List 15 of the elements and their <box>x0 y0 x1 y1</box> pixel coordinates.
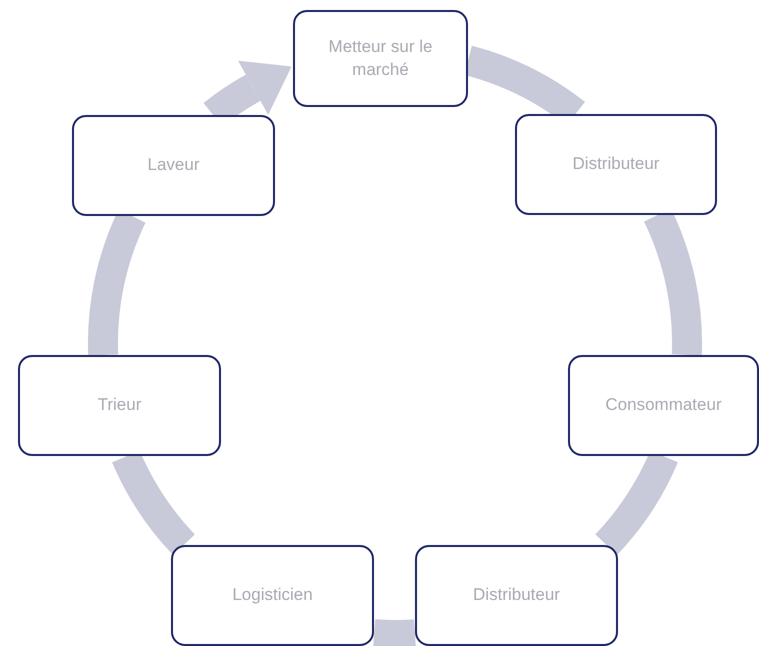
box-label: Laveur <box>148 154 200 176</box>
box-label: Distributeur <box>473 584 560 606</box>
process-box <box>293 10 468 107</box>
process-box <box>415 545 618 646</box>
box-label: Metteur sur le marché <box>328 36 434 80</box>
box-label: Distributeur <box>572 153 660 176</box>
process-box <box>568 355 759 456</box>
box-label: Logisticien <box>232 584 313 606</box>
cycle-arc <box>373 619 416 646</box>
process-box <box>515 114 717 215</box>
box-label: Consommateur <box>605 394 722 416</box>
process-box <box>18 355 221 456</box>
process-box <box>72 115 275 216</box>
box-label: Trieur <box>98 394 142 416</box>
process-box <box>171 545 374 646</box>
